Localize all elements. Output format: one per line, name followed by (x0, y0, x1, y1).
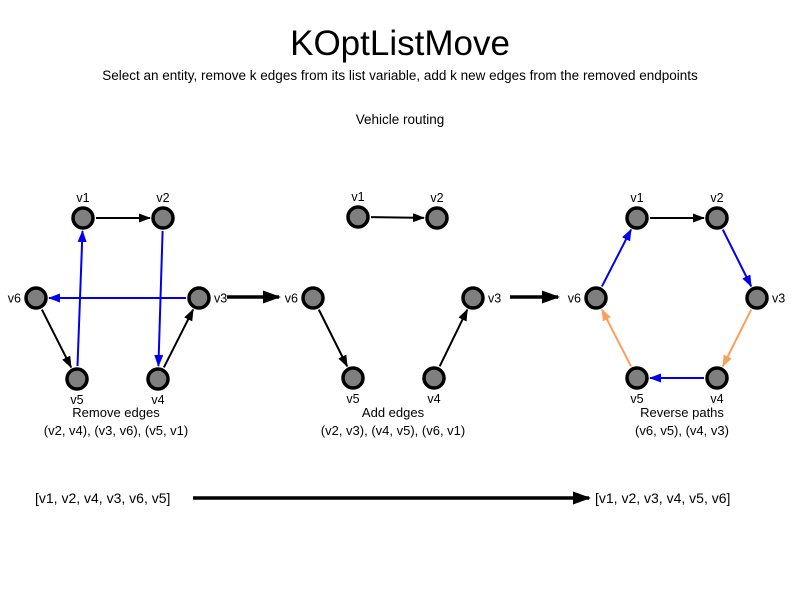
node-label-remove-edges-v5: v5 (70, 393, 83, 407)
node-label-remove-edges-v3: v3 (214, 292, 227, 306)
node-label-add-edges-v1: v1 (351, 190, 364, 204)
caption-add-edges: Add edges (v2, v3), (v4, v5), (v6, v1) (321, 404, 465, 440)
context-label: Vehicle routing (355, 112, 445, 127)
node-add-edges-v5 (341, 366, 365, 390)
node-reverse-paths-v2 (705, 206, 729, 230)
node-label-remove-edges-v6: v6 (8, 292, 21, 306)
node-label-add-edges-v2: v2 (430, 191, 443, 205)
sequence-before: [v1, v2, v4, v3, v6, v5] (35, 490, 171, 506)
node-label-remove-edges-v1: v1 (76, 191, 89, 205)
edge-add-edges-v6-v5 (317, 309, 349, 368)
node-label-reverse-paths-v5: v5 (630, 392, 643, 406)
node-remove-edges-v5 (65, 367, 89, 391)
caption-title: Add edges (361, 405, 425, 420)
caption-detail: (v6, v5), (v4, v3) (635, 423, 729, 438)
node-reverse-paths-v5 (625, 366, 649, 390)
node-remove-edges-v4 (146, 367, 170, 391)
node-label-add-edges-v4: v4 (427, 392, 440, 406)
node-add-edges-v3 (461, 286, 485, 310)
edge-add-edges-v1-v2 (370, 213, 426, 223)
node-label-add-edges-v6: v6 (285, 292, 298, 306)
node-remove-edges-v1 (71, 206, 95, 230)
node-add-edges-v4 (422, 366, 446, 390)
node-label-remove-edges-v4: v4 (151, 393, 164, 407)
edge-reverse-paths-v6-v1 (601, 228, 632, 287)
node-add-edges-v1 (346, 205, 370, 229)
page-title: KOptListMove (290, 24, 510, 63)
edge-reverse-paths-v3-v4 (721, 309, 753, 368)
transition-arrows-layer (193, 290, 591, 505)
node-label-add-edges-v3: v3 (488, 292, 501, 306)
edge-remove-edges-v5-v1 (76, 229, 87, 367)
caption-reverse-paths: Reverse paths (v6, v5), (v4, v3) (635, 404, 729, 440)
node-remove-edges-v3 (187, 286, 211, 310)
edge-remove-edges-v4-v3 (162, 308, 195, 368)
caption-title: Remove edges (72, 405, 160, 420)
nodes-layer: v1 v2 v6 v3 v5 v4 v1 v2 v6 v3 v5 v4 v1 v2 v6 v3 v5 v4 (8, 190, 785, 407)
caption-detail: (v2, v3), (v4, v5), (v6, v1) (320, 423, 466, 438)
node-label-reverse-paths-v2: v2 (710, 191, 723, 205)
node-remove-edges-v2 (151, 206, 175, 230)
node-label-reverse-paths-v4: v4 (710, 392, 723, 406)
node-reverse-paths-v1 (625, 206, 649, 230)
edges-layer (40, 213, 753, 383)
node-label-remove-edges-v2: v2 (156, 191, 169, 205)
caption-title: Reverse paths (640, 405, 724, 420)
edge-remove-edges-v6-v5 (40, 309, 73, 369)
caption-remove-edges: Remove edges (v2, v4), (v3, v6), (v5, v1… (44, 404, 188, 440)
sequence-after: [v1, v2, v3, v4, v5, v6] (595, 490, 731, 506)
node-add-edges-v2 (425, 206, 449, 230)
edge-reverse-paths-v2-v3 (721, 229, 753, 288)
node-label-add-edges-v5: v5 (346, 392, 359, 406)
edge-reverse-paths-v5-v6 (601, 308, 632, 367)
node-reverse-paths-v4 (705, 366, 729, 390)
node-remove-edges-v6 (24, 286, 48, 310)
node-label-reverse-paths-v3: v3 (772, 292, 785, 306)
page-subtitle: Select an entity, remove k edges from it… (102, 68, 698, 83)
caption-detail: (v2, v4), (v3, v6), (v5, v1) (43, 423, 189, 438)
node-label-reverse-paths-v1: v1 (630, 191, 643, 205)
edge-add-edges-v4-v3 (438, 308, 469, 367)
node-add-edges-v6 (301, 286, 325, 310)
node-reverse-paths-v6 (584, 286, 608, 310)
node-label-reverse-paths-v6: v6 (568, 292, 581, 306)
node-reverse-paths-v3 (745, 286, 769, 310)
